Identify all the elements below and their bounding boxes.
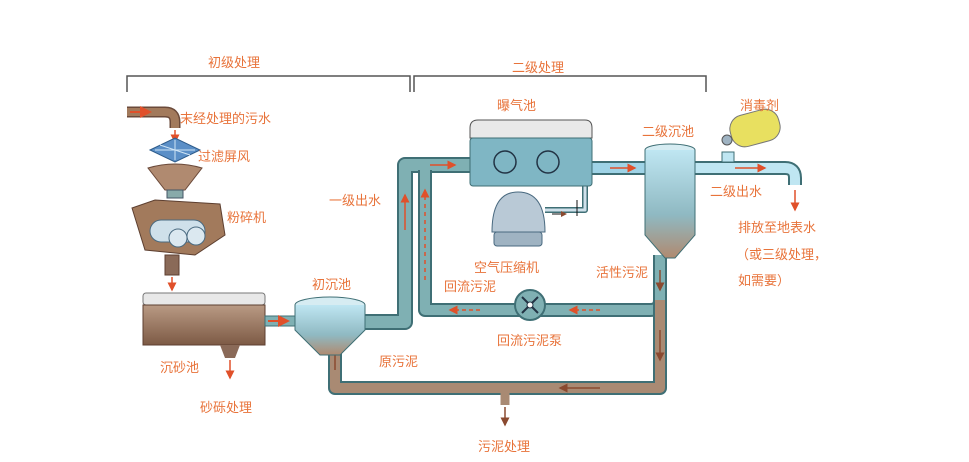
secondary-bracket	[413, 75, 707, 92]
label-discharge-note2: 如需要）	[738, 274, 791, 289]
label-discharge: 排放至地表水	[738, 221, 817, 236]
label-raw-sewage: 末经处理的污水	[180, 112, 272, 127]
secondary-clarifier	[644, 143, 696, 259]
aeration-tank	[469, 119, 593, 187]
label-sludge-treatment: 污泥处理	[478, 440, 531, 455]
label-primary-effluent: 一级出水	[329, 194, 382, 209]
stage-secondary: 二级处理	[512, 61, 565, 76]
label-aeration-tank: 曝气池	[497, 99, 537, 114]
primary-clarifier	[294, 296, 366, 356]
label-return-sludge: 回流污泥	[444, 280, 497, 295]
label-disinfectant: 消毒剂	[740, 99, 780, 114]
disinfectant-bottle	[721, 108, 781, 163]
grit-chamber	[142, 292, 266, 358]
primary-bracket	[126, 75, 411, 92]
grinder	[131, 199, 226, 276]
label-screen: 过滤屏风	[198, 150, 251, 165]
label-activated-sludge: 活性污泥	[596, 266, 649, 281]
label-secondary-clarifier: 二级沉池	[642, 125, 695, 140]
label-primary-clarifier: 初沉池	[312, 278, 352, 293]
return-sludge-pump	[514, 289, 546, 321]
label-grit-disposal: 砂砾处理	[200, 401, 253, 416]
label-air-compressor: 空气压缩机	[474, 261, 540, 276]
air-compressor	[491, 191, 578, 247]
screen	[147, 137, 203, 199]
stage-primary: 初级处理	[208, 56, 261, 71]
label-return-sludge-pump: 回流污泥泵	[497, 334, 563, 349]
label-grit-chamber: 沉砂池	[160, 361, 200, 376]
label-grinder: 粉碎机	[227, 211, 267, 226]
label-discharge-note1: （或三级处理，	[736, 248, 828, 263]
label-secondary-effluent: 二级出水	[710, 185, 763, 200]
label-raw-sludge: 原污泥	[379, 355, 419, 370]
